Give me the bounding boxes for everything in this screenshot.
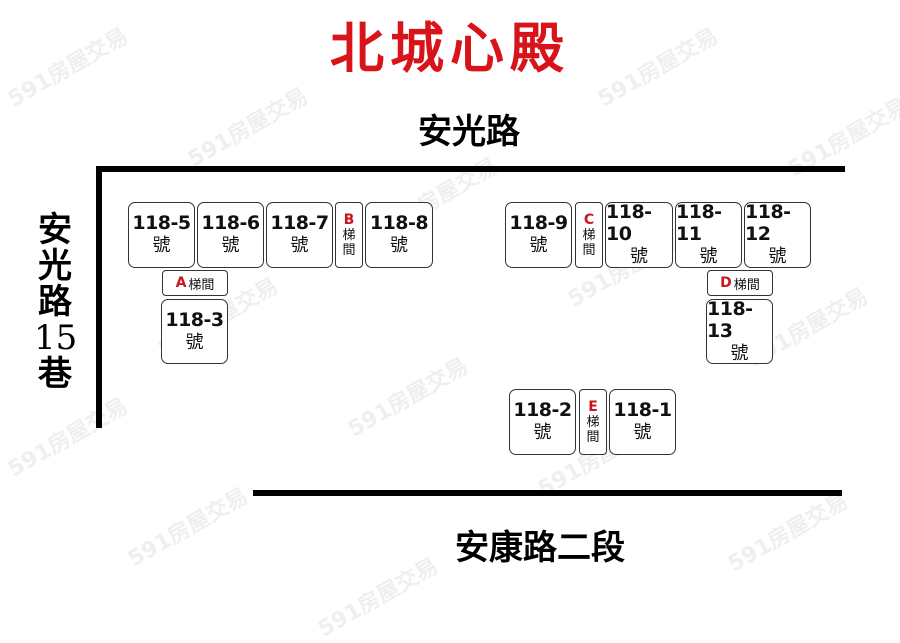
unit-suffix: 號 [768,246,787,267]
stair-letter: D [720,275,732,291]
unit-118-13[interactable]: 118-13 號 [706,297,773,364]
watermark: 591房屋交易 [183,83,313,173]
stair-label: 梯 [342,228,356,243]
unit-118-3[interactable]: 118-3 號 [161,299,228,364]
stairwell-d[interactable]: D 梯間 [707,270,773,296]
watermark: 591房屋交易 [123,483,253,573]
unit-118-5[interactable]: 118-5 號 [128,202,195,268]
road-line-left [96,166,102,428]
stairwell-b[interactable]: B 梯 間 [335,202,363,268]
stairwell-c[interactable]: C 梯 間 [575,202,603,268]
unit-number: 118-13 [707,297,753,342]
watermark: 591房屋交易 [3,393,133,483]
stair-letter: B [343,212,355,228]
road-left-char: 光 [38,246,72,286]
unit-suffix: 號 [290,235,309,256]
road-left-char: 15 [34,318,78,358]
unit-number: 118-1 [613,399,672,421]
unit-number: 118-9 [509,212,568,234]
unit-suffix: 號 [529,235,548,256]
stair-label: 間 [342,243,356,258]
road-label-bottom: 安康路二段 [455,528,625,568]
page-title: 北城心殿 [330,17,570,80]
stair-letter: A [175,275,187,291]
stair-label: 間 [582,243,596,258]
unit-118-8[interactable]: 118-8 號 [365,202,433,268]
unit-number: 118-5 [132,212,191,234]
stairwell-a[interactable]: A 梯間 [162,270,228,296]
road-left-char: 安 [38,210,72,250]
stairwell-e[interactable]: E 梯 間 [579,389,607,455]
unit-118-10[interactable]: 118-10 號 [605,201,673,268]
unit-118-12[interactable]: 118-12 號 [744,201,811,268]
unit-suffix: 號 [533,422,552,443]
unit-suffix: 號 [221,235,240,256]
unit-suffix: 號 [185,331,204,353]
road-label-top: 安光路 [418,112,520,152]
road-line-top [96,166,845,172]
unit-suffix: 號 [699,246,718,267]
unit-number: 118-2 [513,399,572,421]
road-label-left: 安 光 路 15 巷 [34,210,78,394]
unit-number: 118-8 [369,212,429,234]
stair-label: 梯 [188,277,202,293]
unit-118-9[interactable]: 118-9 號 [505,202,572,268]
unit-suffix: 號 [390,235,408,256]
unit-118-2[interactable]: 118-2 號 [509,389,576,455]
stair-label: 梯 [586,415,600,430]
watermark: 591房屋交易 [313,553,443,643]
unit-118-7[interactable]: 118-7 號 [266,202,333,268]
unit-suffix: 號 [730,342,749,364]
unit-suffix: 號 [630,246,648,267]
unit-suffix: 號 [633,422,652,443]
unit-number: 118-7 [270,212,329,234]
unit-118-1[interactable]: 118-1 號 [609,389,676,455]
stair-label: 間 [201,277,215,293]
road-left-char: 巷 [38,354,72,394]
stair-label: 間 [586,430,600,445]
unit-number: 118-3 [165,308,224,331]
stair-label: 間 [746,277,760,293]
unit-number: 118-11 [676,201,722,245]
unit-118-11[interactable]: 118-11 號 [675,201,742,268]
road-left-char: 路 [38,282,72,322]
watermark: 591房屋交易 [723,488,853,578]
unit-118-6[interactable]: 118-6 號 [197,202,264,268]
stair-label: 梯 [733,277,747,293]
stair-letter: C [583,212,595,228]
stair-label: 梯 [582,228,596,243]
unit-number: 118-12 [745,201,791,245]
road-line-bottom [253,490,842,496]
stair-letter: E [588,399,598,415]
unit-suffix: 號 [152,235,171,256]
unit-number: 118-6 [201,212,260,234]
unit-number: 118-10 [606,201,652,245]
watermark: 591房屋交易 [343,353,473,443]
